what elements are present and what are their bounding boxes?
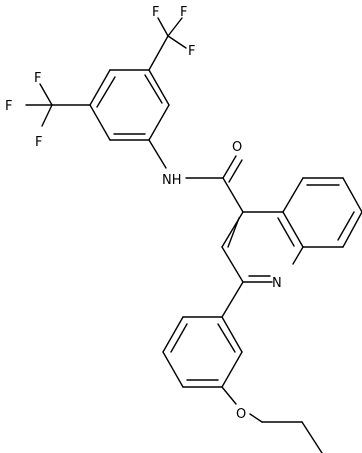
quinoline-nitrogen-label: N xyxy=(272,276,282,291)
carbonyl-oxygen-label: O xyxy=(232,140,242,155)
fluorine-label: F xyxy=(5,99,12,114)
fluorine-label: F xyxy=(34,71,41,86)
atom-label-layer: F F F F F F NH O N O xyxy=(5,5,282,422)
bond-layer xyxy=(25,17,362,453)
fluorine-label: F xyxy=(180,5,187,20)
amide-nitrogen-label: NH xyxy=(162,173,182,188)
fluorine-label: F xyxy=(188,44,195,59)
ether-oxygen-label: O xyxy=(236,407,246,422)
fluorine-label: F xyxy=(35,135,42,150)
fluorine-label: F xyxy=(152,5,159,20)
